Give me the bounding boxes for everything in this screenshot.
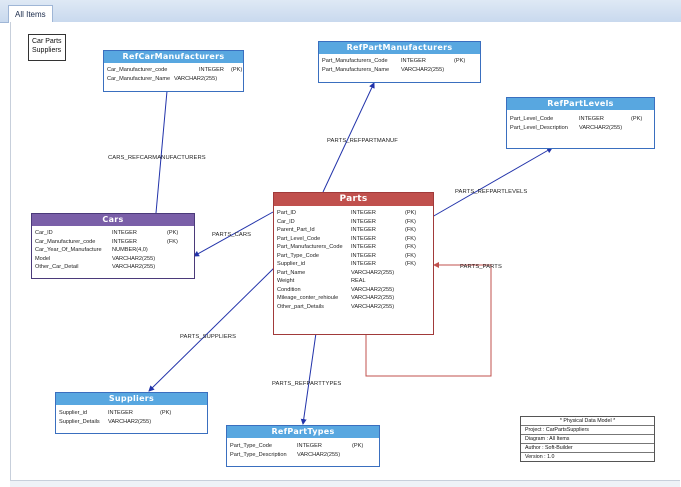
label-parts-cars: PARTS_CARS <box>212 232 252 238</box>
info-line: Diagram : All Items <box>521 435 654 444</box>
link-parts-refpartlevels <box>431 147 553 218</box>
entity-refpartmanufacturers[interactable]: RefPartManufacturers Part_Manufacturers_… <box>318 41 481 83</box>
tab-all-items[interactable]: All Items <box>8 5 53 23</box>
entity-title: Cars <box>32 214 194 226</box>
entity-title: RefPartManufacturers <box>319 42 480 54</box>
link-parts-parts <box>365 262 492 377</box>
horizontal-scrollbar[interactable] <box>10 480 680 487</box>
model-info-box: * Physical Data Model * Project : CarPar… <box>520 416 655 462</box>
link-parts-cars <box>193 211 274 257</box>
diagram-note: Car Parts Suppliers <box>28 34 66 61</box>
entity-refcarmanufacturers[interactable]: RefCarManufacturers Car_Manufacturer_cod… <box>103 50 244 92</box>
entity-title: Suppliers <box>56 393 207 405</box>
note-line-1: Car Parts <box>32 38 62 45</box>
entity-title: RefCarManufacturers <box>104 51 243 63</box>
info-line: Project : CarPartsSuppliers <box>521 426 654 435</box>
link-parts-refparttypes <box>300 332 317 425</box>
link-parts-suppliers <box>148 267 275 392</box>
link-cars-refcarmanufacturers <box>155 79 171 214</box>
info-line: * Physical Data Model * <box>521 417 654 426</box>
entity-title: Parts <box>274 193 433 206</box>
label-cars-refcarmanufacturers: CARS_REFCARMANUFACTURERS <box>108 155 206 161</box>
label-parts-refpartmanufacturers: PARTS_REFPARTMANUF <box>327 138 398 144</box>
info-line: Author : Soft-Builder <box>521 444 654 453</box>
label-parts-parts: PARTS_PARTS <box>460 264 502 270</box>
note-line-2: Suppliers <box>32 47 62 54</box>
info-line: Version : 1.0 <box>525 454 555 460</box>
label-parts-suppliers: PARTS_SUPPLIERS <box>180 334 237 340</box>
entity-title: RefPartLevels <box>507 98 654 110</box>
label-parts-refparttypes: PARTS_REFPARTTYPES <box>272 381 342 387</box>
label-parts-refpartlevels: PARTS_REFPARTLEVELS <box>455 189 528 195</box>
link-parts-refpartmanufacturers <box>322 82 375 193</box>
entity-title: RefPartTypes <box>227 426 379 438</box>
